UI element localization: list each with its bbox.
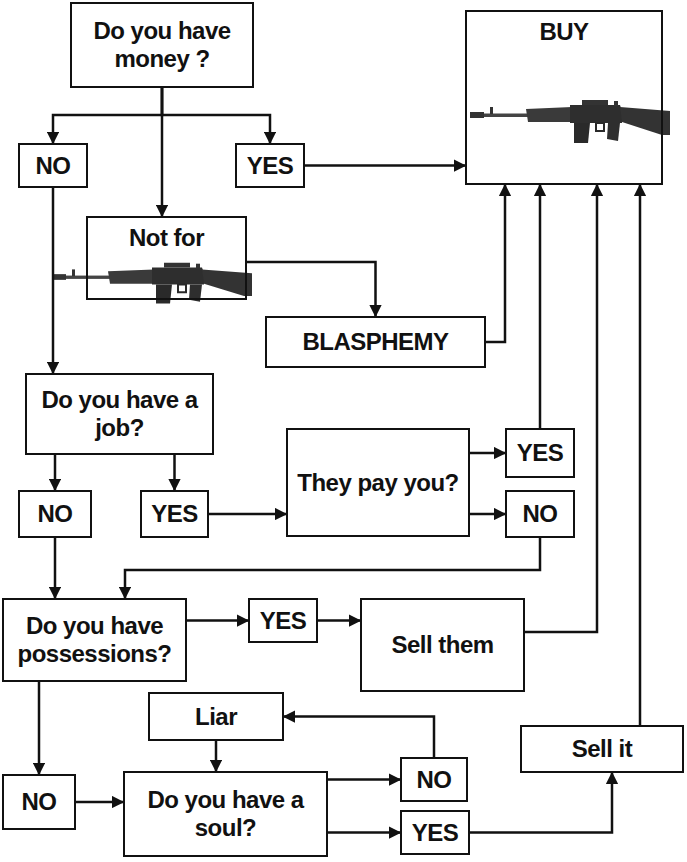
answer-box: YES [235,143,305,188]
flow-arrow [318,619,360,622]
flow-arrow [539,185,542,428]
answer-box: YES [248,598,318,643]
answer-box: YES [505,428,575,478]
question-box: Do you have possessions? [2,598,187,682]
box-text: NO [38,500,73,528]
flow-arrow [76,801,123,804]
flow-arrow [54,455,57,490]
box-text: YES [260,607,307,635]
flow-arrow [209,513,286,516]
box-text: NO [417,766,452,794]
question-box: Do you have a job? [25,373,214,455]
flow-arrow [187,619,248,622]
buy-box: BUY [465,10,663,185]
question-box: Do you have money ? [70,2,254,88]
box-text: Not for [129,224,204,252]
flow-arrow [215,741,218,771]
box-text: They pay you? [297,469,459,497]
answer-box: NO [400,757,468,802]
flow-arrow [38,682,41,774]
flow-arrow [284,717,434,758]
flow-arrow [54,538,57,598]
action-box: Sell it [520,725,684,773]
rifle-picture [52,263,252,304]
box-text: NO [22,788,57,816]
answer-box: NO [2,774,76,830]
box-text: BLASPHEMY [302,328,448,356]
verdict-box: Liar [148,692,284,741]
action-box: Sell them [360,598,525,692]
box-text: Sell them [391,631,493,659]
question-box: They pay you? [286,428,470,537]
flow-arrow [247,262,376,316]
answer-box: YES [400,810,470,855]
box-text: Do you have money ? [80,17,244,72]
answer-box: NO [505,490,575,538]
flow-arrow [470,773,612,833]
box-text: YES [517,439,564,467]
answer-box: NO [18,490,92,538]
answer-box: NO [18,143,88,188]
flow-arrow [161,88,164,216]
box-text: NO [523,500,558,528]
flow-arrow [328,831,400,834]
box-text: YES [412,819,459,847]
flow-arrow [328,778,400,781]
box-text: Do you have a job? [35,386,204,441]
box-text: Do you have a soul? [133,786,318,841]
flow-arrow [52,188,55,373]
flow-arrow [125,538,540,598]
flow-arrow [53,88,162,143]
box-text: Sell it [572,735,633,763]
question-box: Do you have a soul? [123,771,328,857]
box-text: YES [247,152,294,180]
flow-arrow [639,185,642,725]
box-text: NO [36,152,71,180]
flow-arrow [305,164,465,167]
flow-arrow [162,88,270,143]
verdict-box: BLASPHEMY [265,316,486,368]
flow-arrow [525,185,597,632]
flow-arrow [470,452,505,455]
box-text: Liar [195,703,237,731]
flow-arrow [470,513,505,516]
answer-box: Not for [86,216,247,300]
flow-arrow [486,185,505,342]
flow-arrow [173,455,176,490]
answer-box: YES [140,490,209,538]
box-text: YES [151,500,198,528]
rifle-picture [470,100,670,143]
box-text: BUY [539,18,588,46]
box-text: Do you have possessions? [12,612,177,667]
